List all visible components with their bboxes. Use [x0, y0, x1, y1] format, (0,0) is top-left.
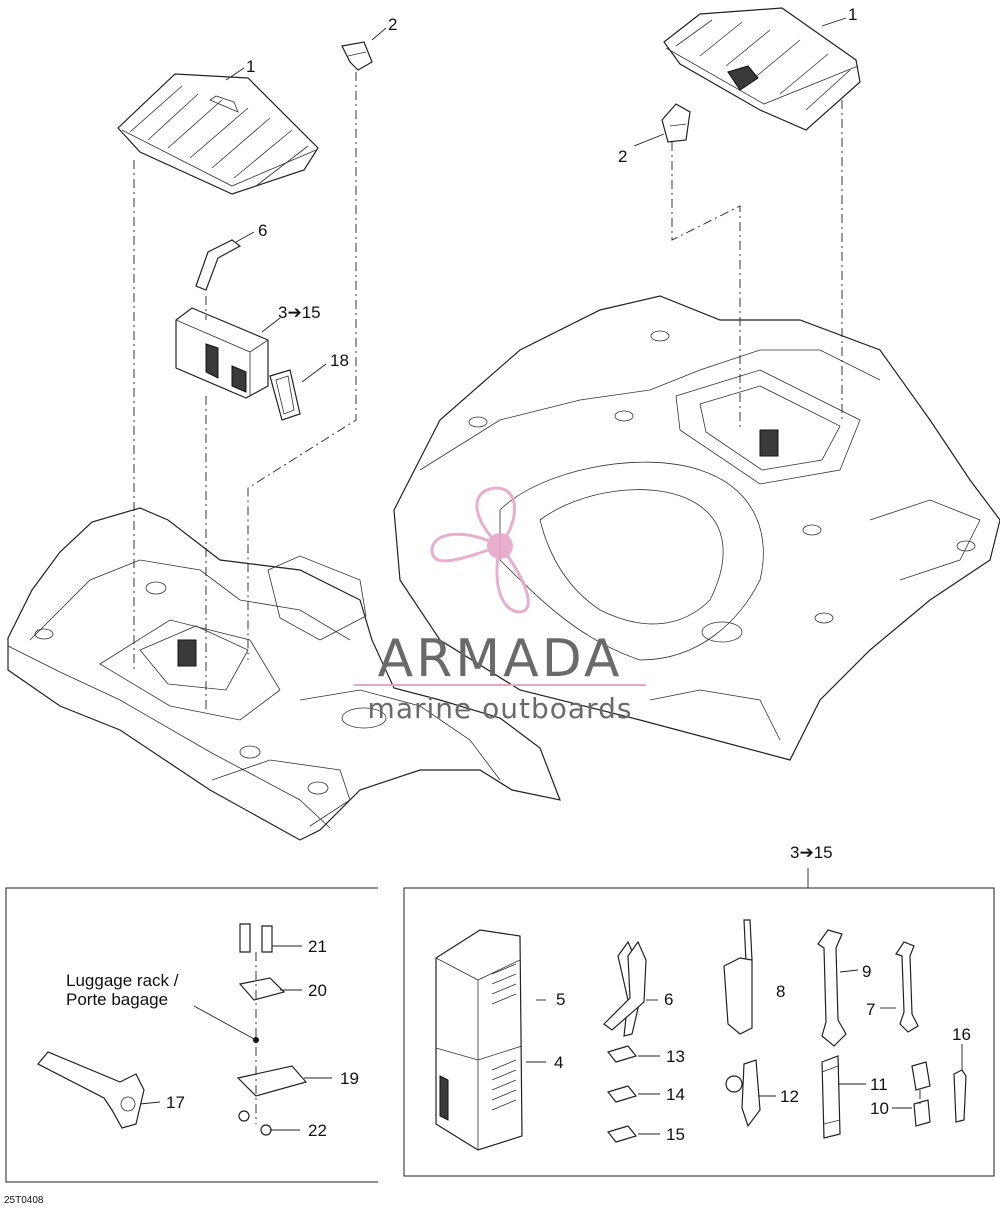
callout-inset-case-lid: 5: [556, 990, 565, 1009]
callout-rack-bolt: 21: [308, 937, 327, 956]
callout-right-lid-hinge: 2: [618, 147, 627, 166]
callout-rack-nut: 22: [308, 1121, 327, 1140]
leader-lines: [139, 17, 963, 1135]
left-storage-lid: [117, 73, 319, 195]
open-end-wrench-small: [895, 941, 919, 1033]
callout-inset-socket: 10: [870, 1099, 889, 1118]
callout-inset-socket-tool: 11: [870, 1075, 888, 1094]
luggage-rack-label-line-2: Porte bagage: [66, 990, 168, 1009]
watermark-brand: ARMADA: [378, 629, 623, 689]
callout-inset-pliers: 6: [664, 990, 673, 1009]
callout-inset-wrench-small: 7: [866, 1000, 875, 1019]
callout-inset-case: 4: [554, 1053, 563, 1072]
watermark-tagline: marine outboards: [368, 692, 633, 725]
callout-inset-hex-key: 16: [952, 1025, 971, 1044]
left-strap: [195, 239, 242, 291]
callout-inset-range: 3➔15: [790, 843, 833, 862]
watermark: ARMADA marine outboards: [354, 486, 646, 725]
callout-left-storage-lid: 1: [246, 57, 255, 76]
callout-inset-fuse-a: 13: [666, 1047, 685, 1066]
right-rear-fender: [393, 295, 1000, 761]
right-dashed-guides: [671, 100, 843, 430]
left-rear-fender: [7, 507, 561, 841]
luggage-rack-label-line-1: Luggage rack /: [66, 971, 179, 990]
left-tool-kit: [175, 307, 269, 399]
right-lid-hinge: [661, 103, 691, 143]
screwdriver: [723, 919, 753, 1035]
left-lid-hinge: [341, 41, 373, 71]
socket: [911, 1061, 931, 1127]
tool-kit-box: [403, 868, 995, 1177]
callout-inset-fuse-b: 14: [666, 1085, 685, 1104]
right-storage-lid: [663, 7, 861, 131]
callout-inset-spark-plug-gap: 12: [780, 1087, 799, 1106]
callout-rack-wrench: 17: [166, 1093, 185, 1112]
socket-tool: [821, 1055, 841, 1139]
callout-left-gasket: 18: [330, 351, 349, 370]
rack-hardware: [236, 923, 308, 1136]
callout-inset-screwdriver: 8: [776, 982, 785, 1001]
callout-rack-bracket: 19: [340, 1069, 359, 1088]
callout-right-storage-lid: 1: [848, 5, 857, 24]
callout-left-kit-range: 3➔15: [278, 303, 321, 322]
open-end-wrench-large: [817, 929, 847, 1047]
diagram-code: 25T0408: [4, 1195, 44, 1206]
callout-left-strap: 6: [258, 221, 267, 240]
callout-inset-wrench-large: 9: [862, 962, 871, 981]
watermark-propeller-icon: [430, 486, 530, 614]
hex-key: [953, 1069, 967, 1123]
watermark-underline: [354, 684, 646, 686]
callout-left-lid-hinge: 2: [388, 15, 397, 34]
callout-rack-washer-plate: 20: [308, 981, 327, 1000]
callout-labels: 1 2 1 2 6 3➔15 18 3➔15 5 4 6 8 9 7 16 13…: [4, 5, 971, 1206]
luggage-rack-box: [5, 887, 378, 1183]
rack-wrench: [37, 1051, 145, 1129]
callout-inset-fuse-c: 15: [666, 1125, 685, 1144]
pliers: [603, 940, 647, 1037]
fuses: [606, 1045, 638, 1143]
spark-plug-gauge: [725, 1059, 761, 1128]
tool-case: [435, 929, 523, 1151]
left-dashed-guides: [133, 72, 357, 710]
left-gasket: [269, 369, 301, 421]
